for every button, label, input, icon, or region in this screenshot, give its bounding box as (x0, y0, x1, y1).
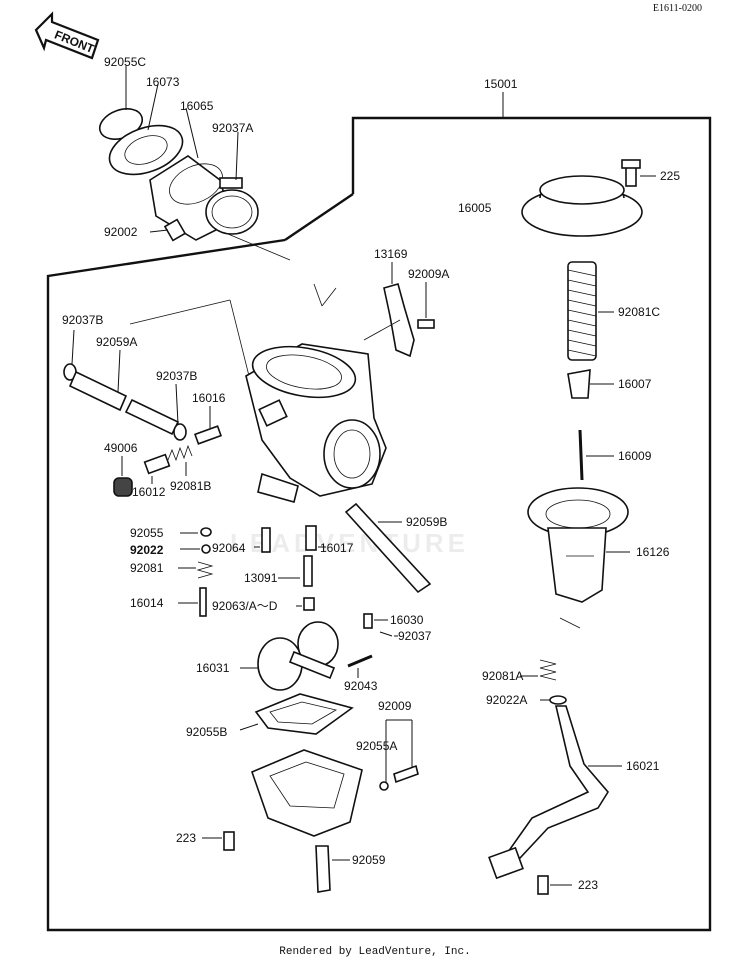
label-92037: 92037 (398, 629, 432, 643)
label-92022: 92022 (130, 543, 164, 557)
label-16009: 16009 (618, 449, 652, 463)
label-16017: 16017 (320, 541, 354, 555)
label-16014: 16014 (130, 596, 164, 610)
label-92009A: 92009A (408, 267, 449, 281)
screw-92009A (417, 319, 435, 329)
spring-92081C (567, 261, 597, 361)
screw-16012 (143, 453, 171, 475)
label-92043: 92043 (344, 679, 378, 693)
hose-92059A (68, 370, 128, 412)
label-16007: 16007 (618, 377, 652, 391)
washer-92055 (200, 527, 212, 537)
label-92037B-a: 92037B (62, 313, 103, 327)
choke-lever-16021 (488, 705, 609, 880)
screw-92009 (393, 764, 419, 784)
label-92064: 92064 (212, 541, 246, 555)
tube-92059 (315, 845, 331, 893)
cap-49006 (113, 477, 133, 497)
label-92037A: 92037A (212, 121, 253, 135)
screw-92002 (163, 218, 187, 242)
washer-92022A (549, 695, 567, 705)
spring-92081 (196, 561, 214, 579)
intake-holder-group (98, 108, 259, 242)
label-49006: 49006 (104, 441, 138, 455)
label-15001: 15001 (484, 77, 518, 91)
label-92009: 92009 (378, 699, 412, 713)
label-92063: 92063/A～D (212, 599, 278, 613)
label-225: 225 (660, 169, 680, 183)
label-223-bowl: 223 (176, 831, 196, 845)
bracket-13169 (383, 283, 415, 358)
jet-92063 (303, 597, 315, 611)
screw-16014 (199, 587, 207, 617)
label-13169: 13169 (374, 247, 408, 261)
pin-92037 (379, 631, 393, 637)
float-valve-16030 (363, 613, 373, 629)
label-92055C: 92055C (104, 55, 146, 69)
diaphragm-16126 (527, 487, 629, 603)
float-bowl (250, 749, 363, 837)
assembly-frame (46, 116, 712, 932)
gasket-92055B (254, 693, 354, 735)
label-92002: 92002 (104, 225, 138, 239)
screw-223-lever (537, 875, 549, 895)
label-223-lever: 223 (578, 878, 598, 892)
hose-92059A-b (124, 398, 180, 436)
top-cover-group (521, 159, 656, 237)
footer-credit: Rendered by LeadVenture, Inc. (279, 946, 471, 958)
label-92059A: 92059A (96, 335, 137, 349)
label-16126: 16126 (636, 545, 670, 559)
label-92059: 92059 (352, 853, 386, 867)
jet-needle-16009 (578, 429, 584, 481)
label-92022A: 92022A (486, 693, 527, 707)
main-jet-13091 (303, 555, 313, 587)
clip-92037B-right (173, 423, 187, 441)
flange-16073 (108, 124, 184, 176)
spring-92081B (167, 444, 193, 462)
label-16030: 16030 (390, 613, 424, 627)
clamp-92037A (205, 189, 259, 235)
label-92055: 92055 (130, 526, 164, 540)
label-92081: 92081 (130, 561, 164, 575)
label-92059B: 92059B (406, 515, 447, 529)
label-16073: 16073 (146, 75, 180, 89)
label-92055B: 92055B (186, 725, 227, 739)
o-ring-92055A (379, 781, 389, 791)
pin-92043 (347, 654, 373, 668)
label-16021: 16021 (626, 759, 660, 773)
label-92081C: 92081C (618, 305, 660, 319)
pilot-screw-16016 (193, 425, 223, 445)
hose-92059B (344, 502, 432, 594)
label-16005: 16005 (458, 201, 492, 215)
label-16012: 16012 (132, 485, 166, 499)
jet-16017 (305, 525, 317, 551)
label-13091: 13091 (244, 571, 278, 585)
label-92081A: 92081A (482, 669, 523, 683)
front-arrow-icon: FRONT (34, 11, 100, 60)
label-16065: 16065 (180, 99, 214, 113)
float-16031 (257, 621, 339, 691)
jet-92064 (261, 527, 271, 553)
carburetor-body (245, 319, 401, 503)
label-92081B: 92081B (170, 479, 211, 493)
label-92037B-b: 92037B (156, 369, 197, 383)
needle-holder-16007 (567, 369, 591, 399)
spring-92081A (539, 659, 557, 681)
label-92055A: 92055A (356, 739, 397, 753)
diagram-code: E1611-0200 (652, 3, 702, 14)
label-16016: 16016 (192, 391, 226, 405)
label-16031: 16031 (196, 661, 230, 675)
screw-223-bowl (223, 831, 235, 851)
washer-92022 (201, 544, 211, 554)
